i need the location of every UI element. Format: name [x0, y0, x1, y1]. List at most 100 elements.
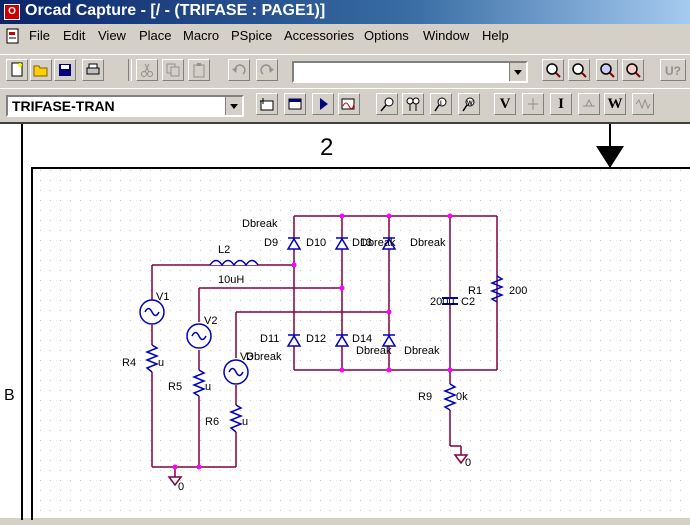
part-search-combo[interactable] [292, 61, 528, 83]
open-folder-icon [33, 65, 48, 77]
current-probe-icon: I [434, 97, 447, 112]
enable-current-display-button[interactable]: I [550, 93, 572, 115]
ref-c2: C2 [461, 296, 475, 308]
zoom-in-icon [546, 63, 561, 78]
zoom-all-icon [626, 63, 641, 78]
chevron-down-icon[interactable] [225, 97, 242, 115]
ref-d12: D12 [306, 333, 326, 345]
capacitor-gap [448, 299, 452, 303]
menu-macro[interactable]: Macro [183, 28, 220, 43]
chevron-down-icon[interactable] [509, 63, 526, 81]
undo-button[interactable] [228, 59, 250, 81]
model-label: Dbreak [410, 237, 446, 249]
menu-accessories[interactable]: Accessories [284, 28, 355, 43]
value-r9: 0k [456, 391, 468, 403]
schematic-drawing[interactable]: 2 B [0, 124, 690, 525]
zoom-area-button[interactable] [596, 59, 618, 81]
title-bar: O Orcad Capture - [/ - (TRIFASE : PAGE1)… [0, 0, 690, 24]
voltage-marker-button[interactable] [376, 93, 398, 115]
ref-l2: L2 [218, 244, 230, 256]
ground-label: 0 [465, 457, 471, 469]
ref-d11: D11 [260, 333, 279, 345]
scissors-icon [141, 63, 153, 77]
svg-text:W: W [467, 101, 473, 107]
edit-simulation-settings-button[interactable] [284, 93, 306, 115]
simulation-toolbar: TRIFASE-TRAN I W V I W [0, 88, 690, 120]
ref-r5: R5 [168, 381, 182, 393]
voltage-bias-button[interactable] [522, 93, 544, 115]
voltage-differential-marker-button[interactable] [402, 93, 424, 115]
menu-pspice[interactable]: PSpice [231, 28, 273, 43]
zoom-out-icon [572, 63, 587, 78]
undo-icon [232, 64, 246, 75]
ref-r1: R1 [468, 285, 482, 297]
save-button[interactable] [54, 59, 76, 81]
menu-edit[interactable]: Edit [63, 28, 86, 43]
cut-button[interactable] [136, 59, 158, 81]
page-marker-arrow-icon [596, 146, 624, 168]
copy-button[interactable] [162, 59, 184, 81]
ref-d14: D14 [352, 333, 372, 345]
edit-profile-icon [288, 98, 302, 110]
menu-file[interactable]: File [29, 28, 50, 43]
value-c2: 200u [430, 296, 454, 308]
diode-symbols[interactable] [286, 237, 397, 347]
power-marker-button[interactable]: W [458, 93, 480, 115]
value-r5: u [205, 381, 211, 393]
differential-probe-icon [406, 97, 420, 111]
redo-icon [260, 64, 274, 75]
zoom-in-button[interactable] [542, 59, 564, 81]
zoom-out-button[interactable] [568, 59, 590, 81]
voltage-sources[interactable] [139, 299, 249, 385]
menu-options[interactable]: Options [364, 28, 409, 43]
power-bias-button[interactable] [632, 93, 654, 115]
ref-v3: V3 [240, 351, 253, 363]
zoom-area-icon [600, 63, 615, 78]
current-marker-button[interactable]: I [430, 93, 452, 115]
zoom-all-button[interactable] [622, 59, 644, 81]
capacitor-c2[interactable] [442, 297, 458, 305]
value-r4: u [158, 357, 164, 369]
new-button[interactable] [6, 59, 28, 81]
current-bias-button[interactable] [578, 93, 600, 115]
schematic-canvas[interactable]: 2 B [0, 122, 690, 525]
ref-v1: V1 [156, 291, 169, 303]
redo-button[interactable] [256, 59, 278, 81]
schematic-labels: Dbreak D9 D10 D13 Dbreak Dbreak D11 D12 … [122, 218, 527, 493]
menu-help[interactable]: Help [482, 28, 509, 43]
play-icon [320, 98, 328, 110]
copy-icon [166, 63, 180, 77]
ground-symbols [167, 454, 469, 487]
waveform-view-icon [341, 98, 355, 110]
drawing-border [31, 167, 690, 525]
simulation-profile-combo[interactable]: TRIFASE-TRAN [6, 95, 244, 117]
view-results-button[interactable] [338, 93, 360, 115]
enable-voltage-display-button[interactable]: V [494, 93, 516, 115]
run-simulation-button[interactable] [312, 93, 334, 115]
floppy-disk-icon [59, 64, 71, 76]
svg-text:I: I [440, 101, 442, 107]
document-icon[interactable] [6, 28, 20, 44]
menu-window[interactable]: Window [423, 28, 470, 43]
junctions [172, 213, 453, 470]
menu-view[interactable]: View [98, 28, 126, 43]
open-button[interactable] [30, 59, 52, 81]
inductor-l2[interactable] [209, 259, 259, 267]
app-icon: O [4, 4, 20, 20]
bias-voltage-icon [528, 98, 538, 110]
ref-d9: D9 [264, 237, 278, 249]
ref-d13: D13 [352, 237, 372, 249]
print-button[interactable] [82, 59, 104, 81]
new-simulation-profile-button[interactable] [256, 93, 278, 115]
clipboard-icon [193, 63, 205, 78]
help-button[interactable]: U? [660, 59, 686, 81]
menu-place[interactable]: Place [139, 28, 172, 43]
paste-button[interactable] [188, 59, 210, 81]
window-title: Orcad Capture - [/ - (TRIFASE : PAGE1)] [25, 2, 326, 19]
model-label: Dbreak [356, 345, 392, 357]
enable-power-display-button[interactable]: W [604, 93, 626, 115]
ref-v2: V2 [204, 315, 217, 327]
model-label: Dbreak [360, 237, 396, 249]
resistors[interactable] [144, 275, 505, 433]
new-document-icon [11, 62, 23, 77]
